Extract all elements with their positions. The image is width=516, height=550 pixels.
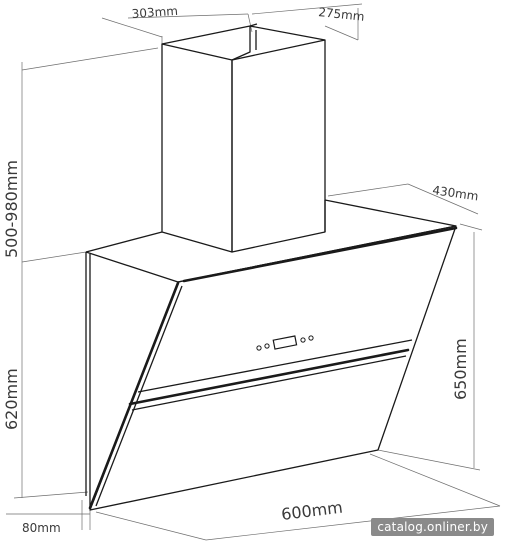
chimney-width-label: 303mm <box>131 4 178 21</box>
button-icon <box>264 343 270 349</box>
control-panel <box>256 335 314 351</box>
body-height-label: 620mm <box>2 368 21 430</box>
width-label: 600mm <box>280 498 344 524</box>
chimney <box>161 23 326 253</box>
button-icon <box>308 335 314 341</box>
button-icon <box>256 345 262 351</box>
dimension-lines <box>6 3 501 541</box>
panel-height-label: 650mm <box>451 338 470 400</box>
button-icon <box>300 337 306 343</box>
watermark: catalog.onliner.by <box>371 518 494 536</box>
dimension-labels: 303mm 275mm 500-980mm 430mm 620mm 650mm … <box>2 4 479 535</box>
hood-top <box>85 199 457 283</box>
display-window <box>272 335 298 350</box>
offset-label: 80mm <box>22 521 61 535</box>
depth-label: 430mm <box>432 183 480 203</box>
chimney-height-label: 500-980mm <box>2 160 21 258</box>
chimney-depth-label: 275mm <box>318 5 366 24</box>
side-panel <box>85 252 91 508</box>
glass-panel <box>88 225 458 511</box>
